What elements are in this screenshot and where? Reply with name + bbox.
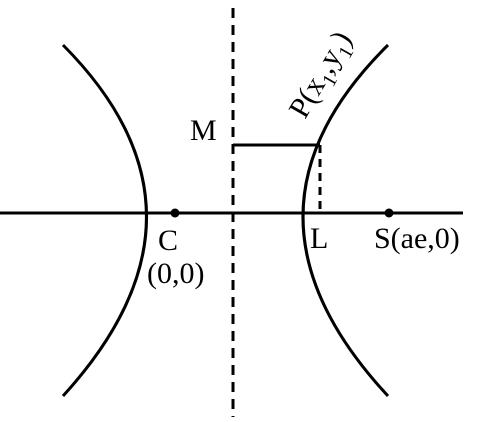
- label-origin: (0,0): [147, 257, 204, 290]
- right-hyperbola-branch: [301, 43, 390, 398]
- label-s: S(ae,0): [374, 222, 460, 255]
- label-c: C: [158, 224, 178, 257]
- label-p: P(x1,y1): [282, 25, 363, 126]
- point-s: [384, 208, 394, 218]
- label-l: L: [310, 222, 328, 255]
- label-m: M: [190, 114, 217, 147]
- point-c: [170, 208, 180, 218]
- left-hyperbola-branch: [61, 43, 148, 398]
